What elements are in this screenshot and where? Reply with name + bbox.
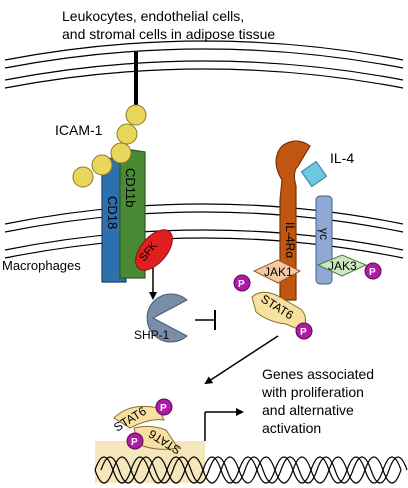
- shp-1-label: SHP-1: [134, 328, 170, 342]
- svg-text:P: P: [369, 267, 376, 278]
- top-cells-label-line2: and stromal cells in adipose tissue: [62, 26, 275, 42]
- stat6-monomer: [251, 291, 306, 331]
- dna-helix-icon: [94, 456, 408, 484]
- il-4-label: IL-4: [330, 150, 354, 166]
- cd18-label: CD18: [105, 196, 120, 229]
- cd11b-label: CD11b: [123, 168, 138, 208]
- genes-label-line1: Genes associated: [262, 366, 374, 382]
- phospho-dimer-bottom: P: [126, 432, 144, 450]
- il-4r-alpha-label: IL-4Rα: [283, 222, 297, 258]
- macrophage-membrane: [4, 203, 404, 259]
- svg-text:P: P: [131, 437, 138, 448]
- phospho-dimer-top: P: [155, 398, 173, 416]
- icam-1-chain: [72, 104, 147, 188]
- activation-arrow-icon: [204, 335, 279, 385]
- upper-cell-membrane: [4, 40, 404, 89]
- phospho-jak1: P: [233, 274, 251, 292]
- il-4-ligand: [300, 160, 328, 188]
- jak1-kinase: [252, 259, 302, 284]
- stat6-dimer-lower: [133, 425, 179, 450]
- svg-text:P: P: [238, 279, 245, 290]
- stat6-dimer-upper: [113, 405, 165, 429]
- top-cells-label-line1: Leukocytes, endothelial cells,: [62, 8, 244, 24]
- jak1-label: JAK1: [264, 265, 293, 279]
- shp-1-protein: [146, 293, 188, 343]
- jak3-label: JAK3: [328, 259, 357, 273]
- svg-text:P: P: [300, 327, 307, 338]
- inhibition-bar-icon: [195, 310, 216, 330]
- macrophages-label: Macrophages: [2, 258, 81, 273]
- gamma-c-label: γc: [317, 228, 331, 240]
- phospho-stat6: P: [295, 322, 313, 340]
- phospho-jak3: P: [364, 262, 382, 280]
- icam-1-label: ICAM-1: [55, 122, 103, 138]
- sfk-protein: [135, 229, 173, 271]
- genes-label-line3: and alternative: [262, 402, 354, 418]
- il-4r-alpha-receptor: [275, 140, 311, 301]
- jak3-kinase: [316, 254, 368, 277]
- genes-label-line2: with proliferation: [261, 384, 364, 400]
- genes-label-line4: activation: [262, 420, 321, 436]
- transcription-arrow-icon: [204, 408, 244, 441]
- svg-text:P: P: [160, 403, 167, 414]
